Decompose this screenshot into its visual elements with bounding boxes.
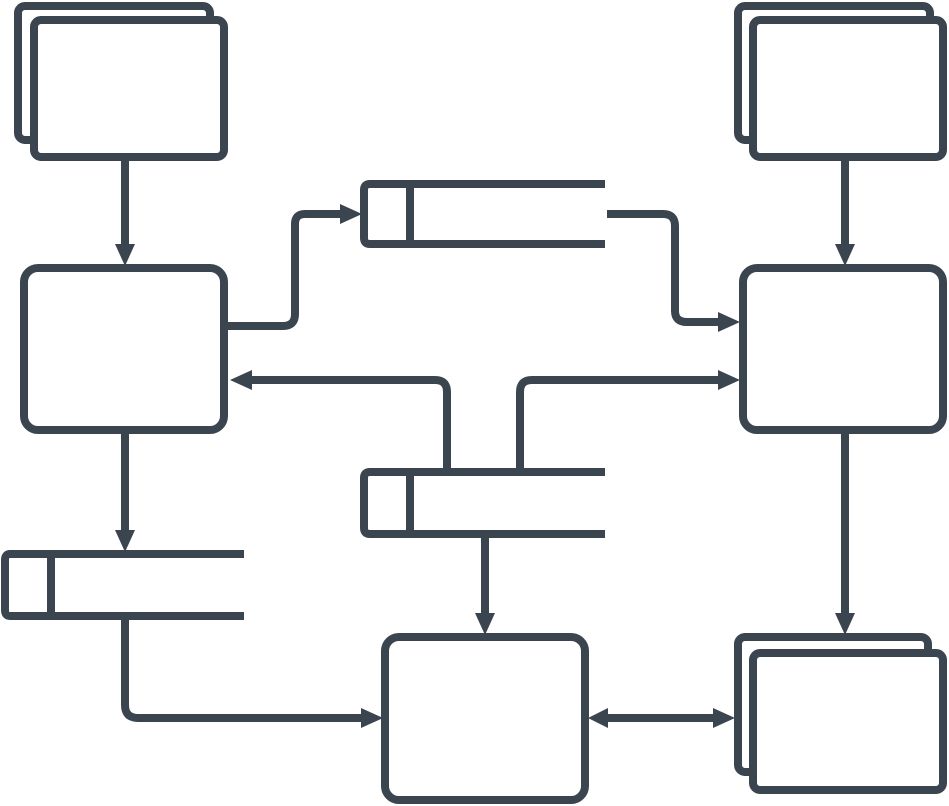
arrow-head-right bbox=[713, 708, 735, 728]
process-bottom[interactable] bbox=[381, 633, 589, 804]
flow-line bbox=[248, 376, 451, 468]
arrow-head-right bbox=[340, 204, 362, 224]
process-left[interactable] bbox=[20, 264, 228, 434]
entity-front-page bbox=[749, 16, 947, 161]
arrow-head-down bbox=[835, 613, 855, 635]
arrow-head-down bbox=[115, 530, 135, 552]
process-box bbox=[739, 264, 947, 434]
flow-data-store-top-to-process-right[interactable] bbox=[607, 210, 740, 332]
flow-process-left-to-data-store-left[interactable] bbox=[115, 430, 135, 552]
data-store-outline bbox=[1, 550, 244, 620]
flow-data-store-left-to-process-bottom[interactable] bbox=[121, 620, 383, 728]
data-store-outline bbox=[360, 180, 605, 248]
flow-entity-top-left-to-process-left[interactable] bbox=[115, 157, 135, 266]
data-store-outline bbox=[360, 468, 605, 538]
arrow-head-left bbox=[230, 370, 252, 390]
flow-data-store-middle-to-process-bottom[interactable] bbox=[475, 538, 495, 635]
external-entity-top-right[interactable] bbox=[734, 2, 947, 161]
flow-line bbox=[121, 620, 365, 722]
arrow-head-right bbox=[718, 370, 740, 390]
flow-process-bottom-to-entity-bottom-right-bidirectional[interactable] bbox=[588, 708, 735, 728]
process-box bbox=[381, 633, 589, 804]
flow-line bbox=[516, 376, 722, 468]
flow-data-store-middle-to-process-left[interactable] bbox=[230, 370, 451, 468]
arrow-head-down bbox=[475, 613, 495, 635]
flow-line bbox=[228, 210, 345, 330]
process-box bbox=[20, 264, 228, 434]
entity-front-page bbox=[30, 16, 228, 161]
arrow-head-right bbox=[718, 312, 740, 332]
data-store-left[interactable] bbox=[1, 550, 244, 620]
arrow-head-right bbox=[361, 708, 383, 728]
flow-data-store-middle-to-process-right[interactable] bbox=[516, 370, 740, 468]
flow-process-left-to-data-store-top[interactable] bbox=[228, 204, 362, 330]
entity-front-page bbox=[749, 649, 947, 794]
arrow-head-down bbox=[115, 244, 135, 266]
external-entity-top-left[interactable] bbox=[14, 2, 228, 161]
flow-line bbox=[607, 210, 722, 326]
flow-entity-top-right-to-process-right[interactable] bbox=[835, 157, 855, 266]
data-store-middle[interactable] bbox=[360, 468, 605, 538]
process-right[interactable] bbox=[739, 264, 947, 434]
arrow-head-left bbox=[588, 708, 608, 728]
external-entity-bottom-right[interactable] bbox=[734, 633, 947, 794]
data-store-top[interactable] bbox=[360, 180, 605, 248]
flow-process-right-to-entity-bottom-right[interactable] bbox=[835, 430, 855, 635]
arrow-head-down bbox=[835, 244, 855, 266]
